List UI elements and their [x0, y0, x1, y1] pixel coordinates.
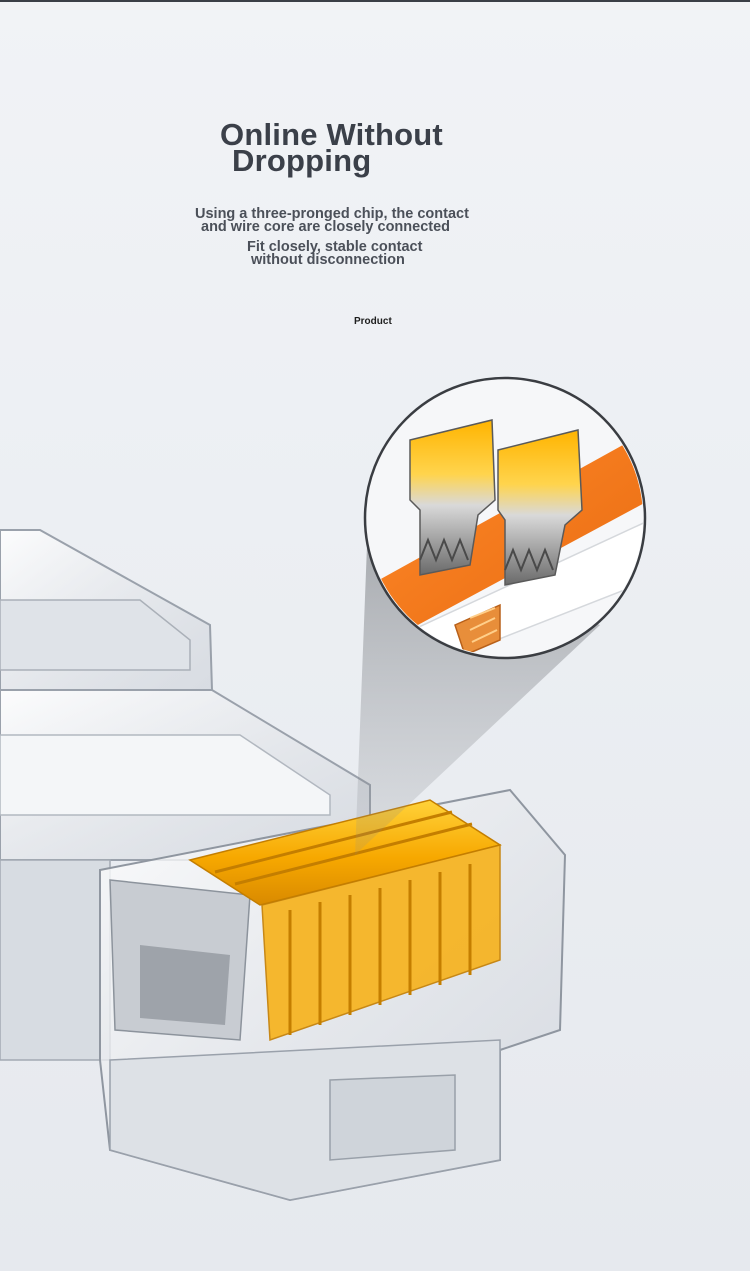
top-border-line	[0, 0, 750, 2]
feature-description-two: Fit closely, stable contact without disc…	[247, 239, 423, 268]
title-line-1: Online Without	[220, 117, 443, 152]
feature-description-one: Using a three-pronged chip, the contact …	[195, 206, 469, 235]
feature-two-line-1: Fit closely, stable contact	[247, 239, 423, 255]
feature-one-line-2: and wire core are closely connected	[201, 219, 451, 235]
title-line-2: Dropping	[232, 143, 372, 178]
product-label: Product	[354, 316, 392, 327]
page-title: Online Without Dropping	[220, 119, 540, 178]
gold-contact-pins	[188, 799, 502, 1042]
feature-one-line-1: Using a three-pronged chip, the contact	[195, 206, 469, 222]
zoom-detail-circle	[363, 376, 647, 660]
feature-two-line-2: without disconnection	[251, 252, 405, 268]
